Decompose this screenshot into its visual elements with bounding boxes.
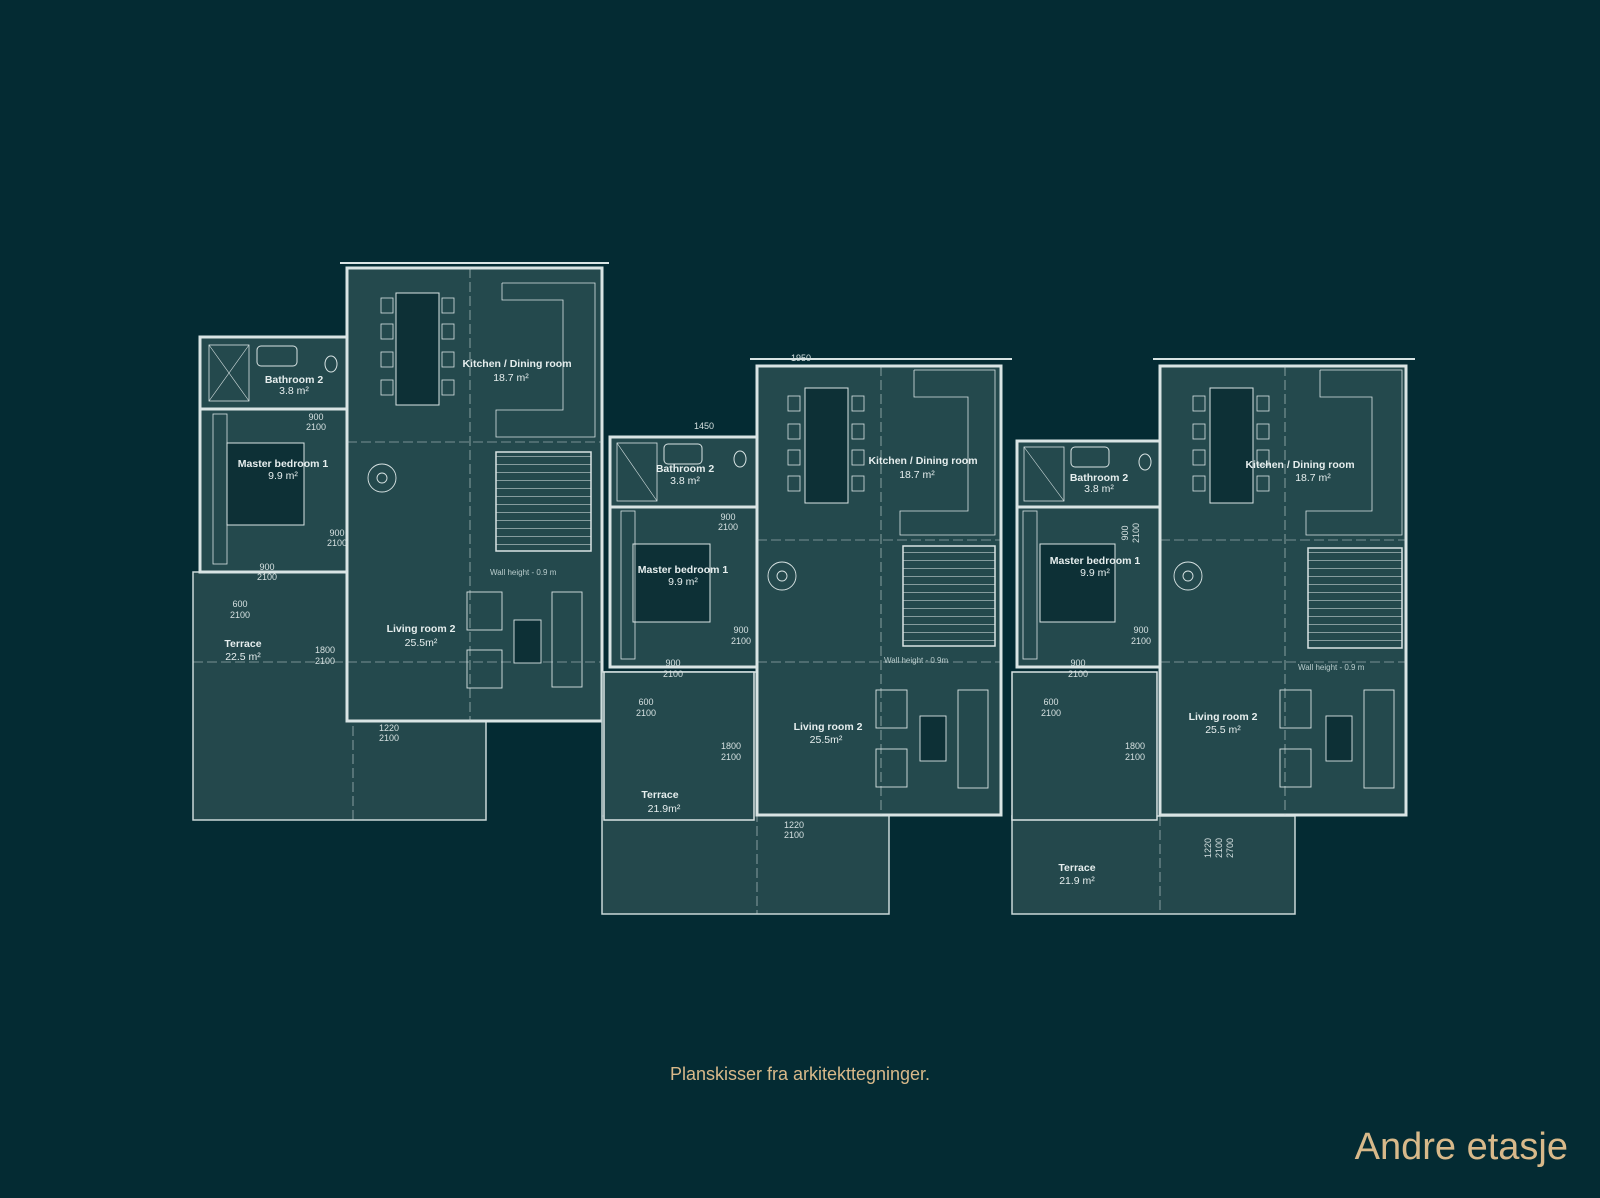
dimension: 1800 [721,741,741,751]
dimension: 900 [720,512,735,522]
dimension: 2100 [1214,838,1224,858]
bed-icon [1039,543,1116,623]
dimension: 2100 [327,538,347,548]
dimension: 1800 [1125,741,1145,751]
room-area: 3.8 m² [279,385,309,397]
room-name: Living room 2 [387,623,456,635]
dimension: 2100 [1068,669,1088,679]
dimension: 2100 [230,610,250,620]
dimension: 2100 [1131,523,1141,543]
dimension: 600 [638,697,653,707]
dimension: 2100 [306,422,326,432]
room-area: 25.5m² [405,637,438,649]
dimension: 2100 [1125,752,1145,762]
staircase-icon [902,545,996,647]
room-area: 9.9 m² [1080,567,1110,579]
staircase-icon [1307,547,1403,649]
dimension: 2700 [1225,838,1235,858]
room-name: Bathroom 2 [265,374,324,386]
unit-3 [1011,358,1415,915]
dimension: 2100 [784,830,804,840]
dimension: 2100 [636,708,656,718]
room-area: 18.7 m² [1295,472,1331,484]
dimension: 2100 [663,669,683,679]
dimension: 2100 [718,522,738,532]
dimension: 1950 [791,353,811,363]
room-name: Bathroom 2 [1070,472,1129,484]
caption: Planskisser fra arkitekttegninger. [669,1064,931,1084]
unit-1 [192,262,609,821]
wall-height-note: Wall height - 0.9 m [490,568,557,577]
dimension: 1800 [315,645,335,655]
bed-icon [226,442,305,526]
room-name: Terrace [224,638,261,650]
room-name: Master bedroom 1 [238,458,329,470]
room-area: 25.5 m² [1205,724,1241,736]
floor-title: Andre etasje [1354,1126,1568,1168]
living-room-2 [755,364,1003,817]
dimension: 1450 [694,421,714,431]
terrace-3 [1011,815,1296,915]
dimension: 2100 [257,572,277,582]
dimension: 1220 [1203,838,1213,858]
dining-table-icon [1209,387,1254,504]
dining-table-icon [804,387,849,504]
wall-height-note: Wall height - 0.9 m [1298,663,1365,672]
room-name: Kitchen / Dining room [868,455,977,467]
dimension: 900 [1133,625,1148,635]
dimension: 900 [665,658,680,668]
dimension: 2100 [721,752,741,762]
dimension: 1220 [379,723,399,733]
dimension: 2100 [1131,636,1151,646]
dimension: 900 [733,625,748,635]
wall-height-note: Wall height - 0.9m [884,656,949,665]
room-name: Living room 2 [794,721,863,733]
room-name: Master bedroom 1 [638,564,729,576]
dimension: 2100 [379,733,399,743]
room-name: Bathroom 2 [656,463,715,475]
room-area: 18.7 m² [493,372,529,384]
room-area: 21.9m² [648,803,681,815]
unit-2 [601,358,1012,915]
dimension: 1220 [784,820,804,830]
room-name: Living room 2 [1189,711,1258,723]
room-area: 3.8 m² [670,475,700,487]
dimension: 2100 [315,656,335,666]
dimension: 900 [1070,658,1085,668]
room-area: 22.5 m² [225,651,261,663]
room-name: Kitchen / Dining room [462,358,571,370]
bed-icon [632,543,711,623]
dimension: 2100 [1041,708,1061,718]
bathroom-2 [608,435,759,509]
dimension: 900 [329,528,344,538]
dimension: 900 [259,562,274,572]
bathroom-1 [198,335,349,411]
dimension: 600 [1043,697,1058,707]
room-area: 9.9 m² [268,470,298,482]
dimension: 600 [232,599,247,609]
dining-table-icon [395,292,440,406]
room-area: 9.9 m² [668,576,698,588]
staircase-icon [495,451,592,552]
room-area: 3.8 m² [1084,483,1114,495]
dimension: 2100 [731,636,751,646]
room-name: Terrace [1058,862,1095,874]
room-name: Master bedroom 1 [1050,555,1141,567]
room-area: 21.9 m² [1059,875,1095,887]
room-area: 25.5m² [810,734,843,746]
dimension: 900 [1120,525,1130,540]
room-name: Terrace [641,789,678,801]
dimension: 900 [308,412,323,422]
room-area: 18.7 m² [899,469,935,481]
room-name: Kitchen / Dining room [1245,459,1354,471]
